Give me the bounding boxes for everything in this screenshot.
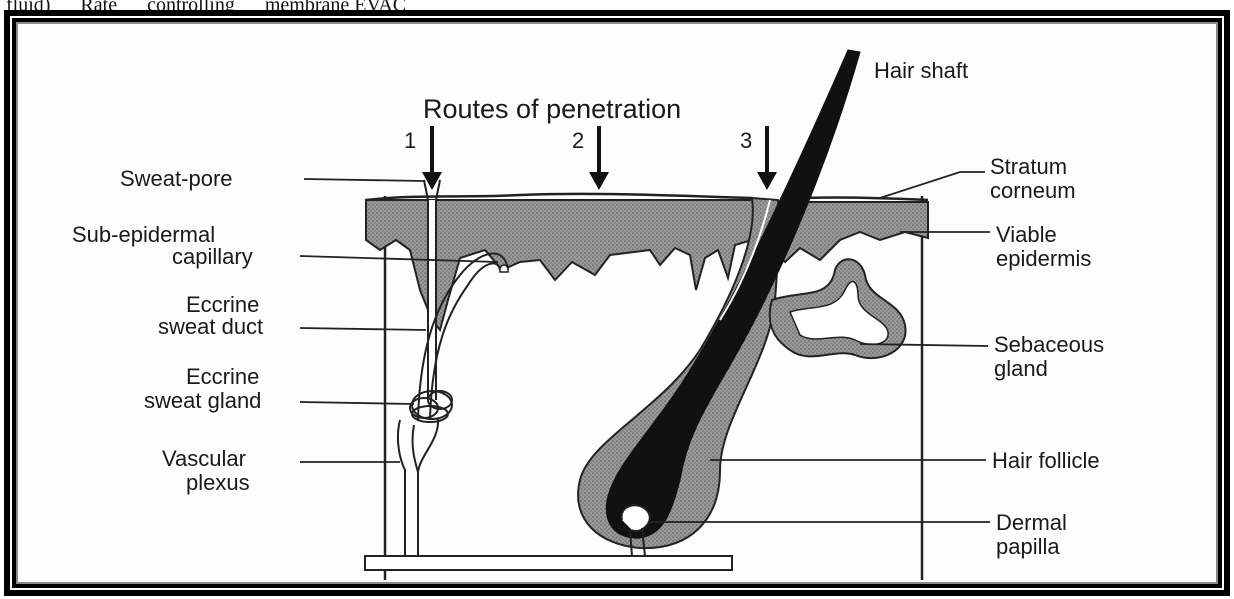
label-stratum-2: corneum (990, 178, 1076, 203)
label-sub-epidermal-2: capillary (172, 244, 253, 269)
label-viable-2: epidermis (996, 246, 1091, 271)
label-dermal-1: Dermal (996, 510, 1067, 535)
label-sebaceous-1: Sebaceous (994, 332, 1104, 357)
label-eccrine-gland-1: Eccrine (186, 364, 259, 389)
label-sebaceous-2: gland (994, 356, 1048, 381)
capillary-cap (500, 265, 508, 272)
route-arrow-2 (589, 126, 609, 190)
label-eccrine-duct-2: sweat duct (158, 314, 263, 339)
label-sweat-pore: Sweat-pore (120, 166, 233, 191)
label-eccrine-gland-2: sweat gland (144, 388, 261, 413)
vascular-plexus-bottom (365, 556, 732, 570)
label-vascular-1: Vascular (162, 446, 246, 471)
label-viable-1: Viable (996, 222, 1057, 247)
label-dermal-2: papilla (996, 534, 1060, 559)
diagram-title: Routes of penetration (423, 94, 681, 124)
route-number-2: 2 (572, 128, 584, 153)
label-stratum-1: Stratum (990, 154, 1067, 179)
label-vascular-2: plexus (186, 470, 250, 495)
label-hair-shaft: Hair shaft (874, 58, 968, 83)
route-number-1: 1 (404, 128, 416, 153)
vascular-plexus-vessel (398, 420, 418, 555)
route-number-3: 3 (740, 128, 752, 153)
label-hair-follicle: Hair follicle (992, 448, 1100, 473)
viable-epidermis-left (366, 200, 755, 330)
vascular-plexus-vessel-2 (418, 418, 438, 472)
route-arrow-3 (757, 126, 777, 190)
